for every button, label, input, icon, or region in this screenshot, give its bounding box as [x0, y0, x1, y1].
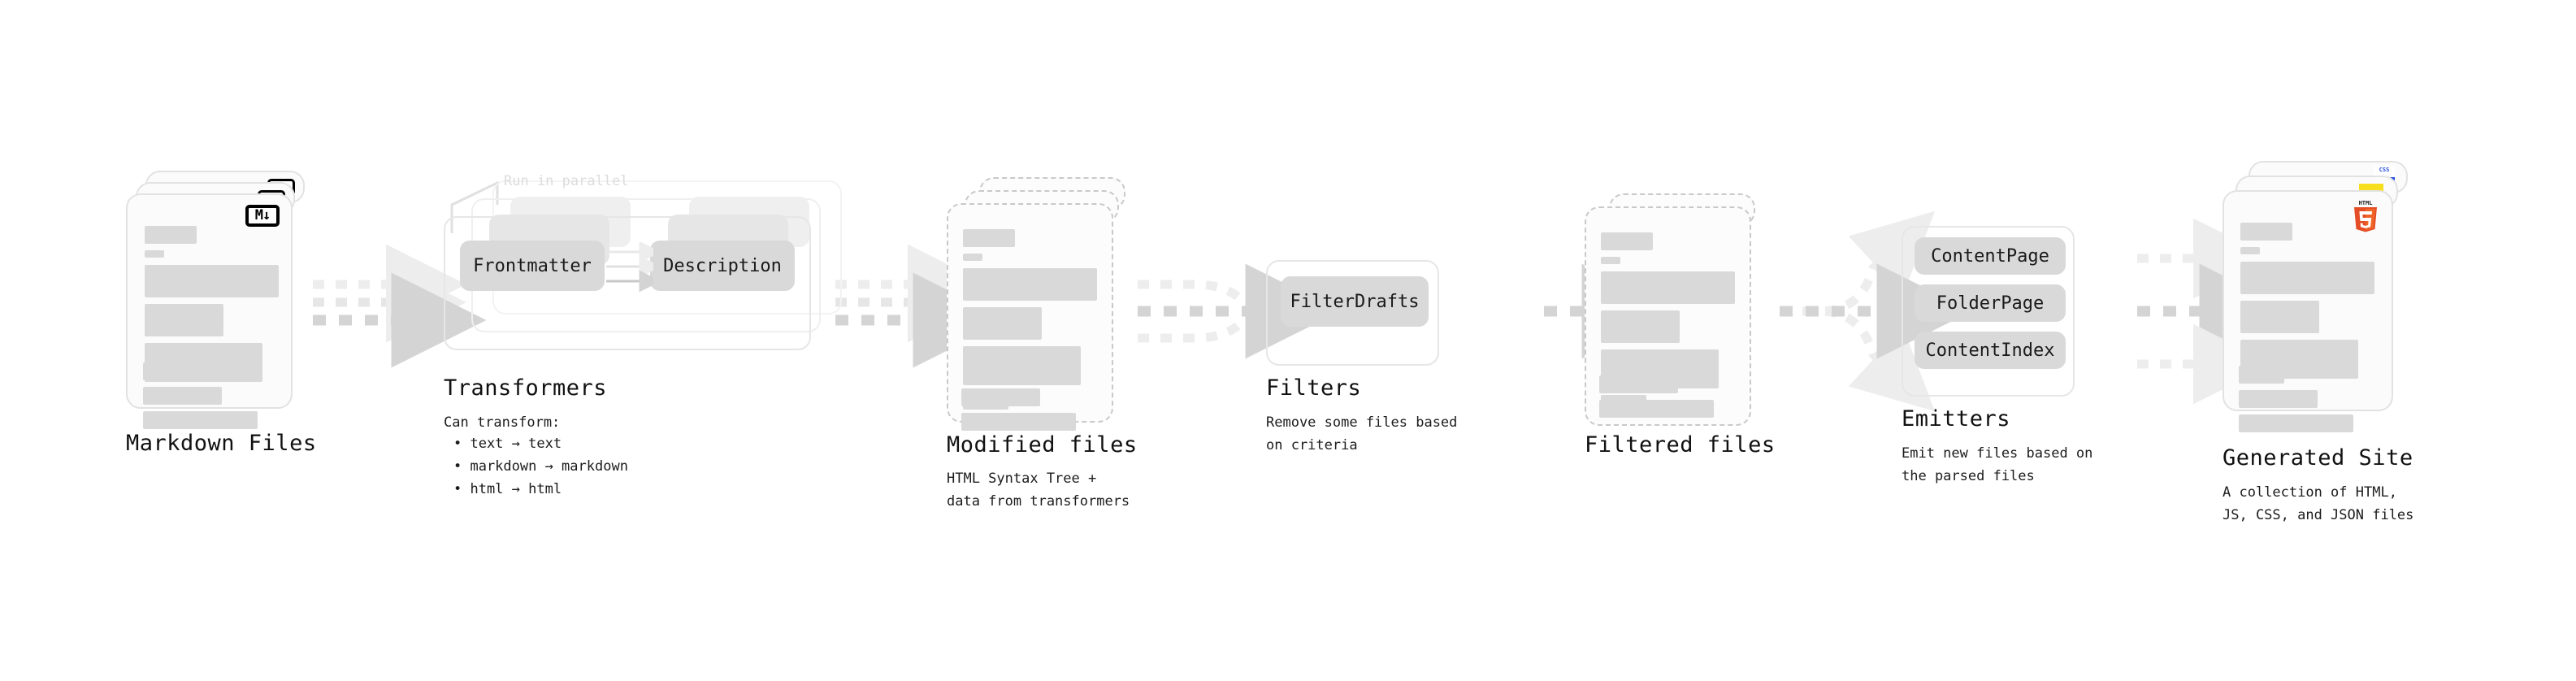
subtitle-generated-site: A collection of HTML, JS, CSS, and JSON … [2223, 484, 2414, 524]
skeleton-line [2239, 366, 2284, 384]
skeleton-line [2239, 414, 2353, 432]
caption-modified-files: Modified files [947, 432, 1138, 458]
subtitle-modified-files: HTML Syntax Tree + data from transformer… [947, 471, 1130, 510]
markdown-icon: M↓ [245, 205, 280, 227]
markdown-card-front: M↓ [126, 193, 293, 409]
skeleton-line [1601, 271, 1735, 304]
skeleton-line [2240, 247, 2260, 254]
site-card-front: HTML [2223, 190, 2393, 411]
markdown-skeleton-extra [143, 362, 258, 429]
skeleton-line [963, 346, 1081, 385]
stage-markdown-files: M↓ M↓ M↓ [126, 171, 313, 414]
svg-text:HTML: HTML [2359, 200, 2373, 206]
transformer-pill-frontmatter[interactable]: Frontmatter [460, 241, 605, 291]
skeleton-line [2240, 262, 2374, 294]
emitter-pill-label: ContentPage [1931, 245, 2049, 267]
modified-skeleton-extra [961, 388, 1076, 431]
skeleton-line [145, 250, 164, 258]
emitter-pill-folderpage[interactable]: FolderPage [1915, 284, 2066, 322]
skeleton-line [2240, 301, 2319, 333]
skeleton-line [143, 387, 222, 405]
skeleton-line [145, 304, 223, 336]
arrow-modified-to-filters [1138, 263, 1341, 359]
emitter-pill-label: FolderPage [1936, 293, 2045, 314]
skeleton-line [961, 413, 1076, 431]
subtitle-emitters: Emit new files based on the parsed files [1902, 445, 2093, 485]
skeleton-line [143, 362, 189, 380]
caption-generated-site: Generated Site [2223, 445, 2413, 471]
skeleton-line [143, 411, 258, 429]
skeleton-line [961, 388, 1040, 406]
transformers-stack: Frontmatter Description [444, 180, 850, 367]
skeleton-line [1599, 375, 1678, 393]
skeleton-line [145, 265, 279, 297]
skeleton-line [1599, 400, 1714, 418]
site-card-stack: CSS HTML [2223, 161, 2418, 413]
skeleton-line [145, 226, 197, 244]
stage-emitters: ContentPage FolderPage ContentIndex [1902, 226, 2075, 397]
annotation-run-in-parallel: Run in parallel [504, 173, 629, 189]
filtered-skeleton-extra [1599, 375, 1714, 418]
filter-pill-label: FilterDrafts [1290, 291, 1420, 312]
transformer-pill-description[interactable]: Description [650, 241, 795, 291]
transformer-inner-arrows [606, 242, 653, 293]
emitter-pill-contentpage[interactable]: ContentPage [1915, 237, 2066, 275]
skeleton-line [1601, 232, 1653, 250]
modified-card-stack [947, 177, 1138, 423]
skeleton-line [1601, 310, 1680, 343]
skeleton-line [963, 229, 1015, 247]
skeleton-line [963, 254, 982, 261]
markdown-icon-label-3: M↓ [254, 207, 271, 223]
arrow-markdown-to-transformers [313, 244, 487, 368]
filters-box[interactable]: FilterDrafts [1266, 260, 1439, 366]
arrow-emitters-to-site [2137, 218, 2295, 405]
stage-transformers: Frontmatter Description [444, 180, 850, 367]
caption-filters: Filters [1266, 375, 1362, 401]
transformers-bullet-1: • markdown → markdown [453, 458, 628, 475]
caption-markdown-files: Markdown Files [126, 431, 317, 456]
stage-generated-site: CSS HTML [2223, 161, 2418, 413]
arrow-filtered-to-emitters [1780, 210, 1972, 412]
caption-filtered-files: Filtered files [1585, 432, 1776, 458]
emitter-pill-contentindex[interactable]: ContentIndex [1915, 332, 2066, 369]
skeleton-line [963, 268, 1097, 301]
transformer-box-front[interactable]: Frontmatter Description [444, 216, 811, 350]
emitter-pill-label: ContentIndex [1925, 340, 2055, 361]
css-icon-label: CSS [2379, 167, 2390, 173]
transformer-pill-label: Frontmatter [473, 255, 592, 276]
html5-icon: HTML [2354, 200, 2377, 232]
transformers-bullet-0: • text → text [453, 436, 562, 452]
modified-card-front [947, 203, 1113, 423]
transformer-pill-label: Description [663, 255, 782, 276]
filter-pill-filterdrafts[interactable]: FilterDrafts [1281, 276, 1429, 327]
stage-filters: FilterDrafts [1266, 260, 1439, 366]
caption-transformers: Transformers [444, 375, 608, 401]
markdown-card-stack: M↓ M↓ M↓ [126, 171, 313, 414]
caption-emitters: Emitters [1902, 406, 2011, 432]
skeleton-line [2239, 390, 2318, 408]
transformers-bullet-2: • html → html [453, 481, 562, 497]
skeleton-line [1601, 257, 1620, 264]
skeleton-line [2240, 223, 2292, 241]
subtitle-filters: Remove some files based on criteria [1266, 414, 1458, 454]
subtitle-transformers: Can transform: [444, 414, 561, 431]
stage-modified-files [947, 177, 1138, 423]
site-skeleton-extra [2239, 366, 2353, 432]
skeleton-line [963, 307, 1042, 340]
emitters-box[interactable]: ContentPage FolderPage ContentIndex [1902, 226, 2075, 397]
